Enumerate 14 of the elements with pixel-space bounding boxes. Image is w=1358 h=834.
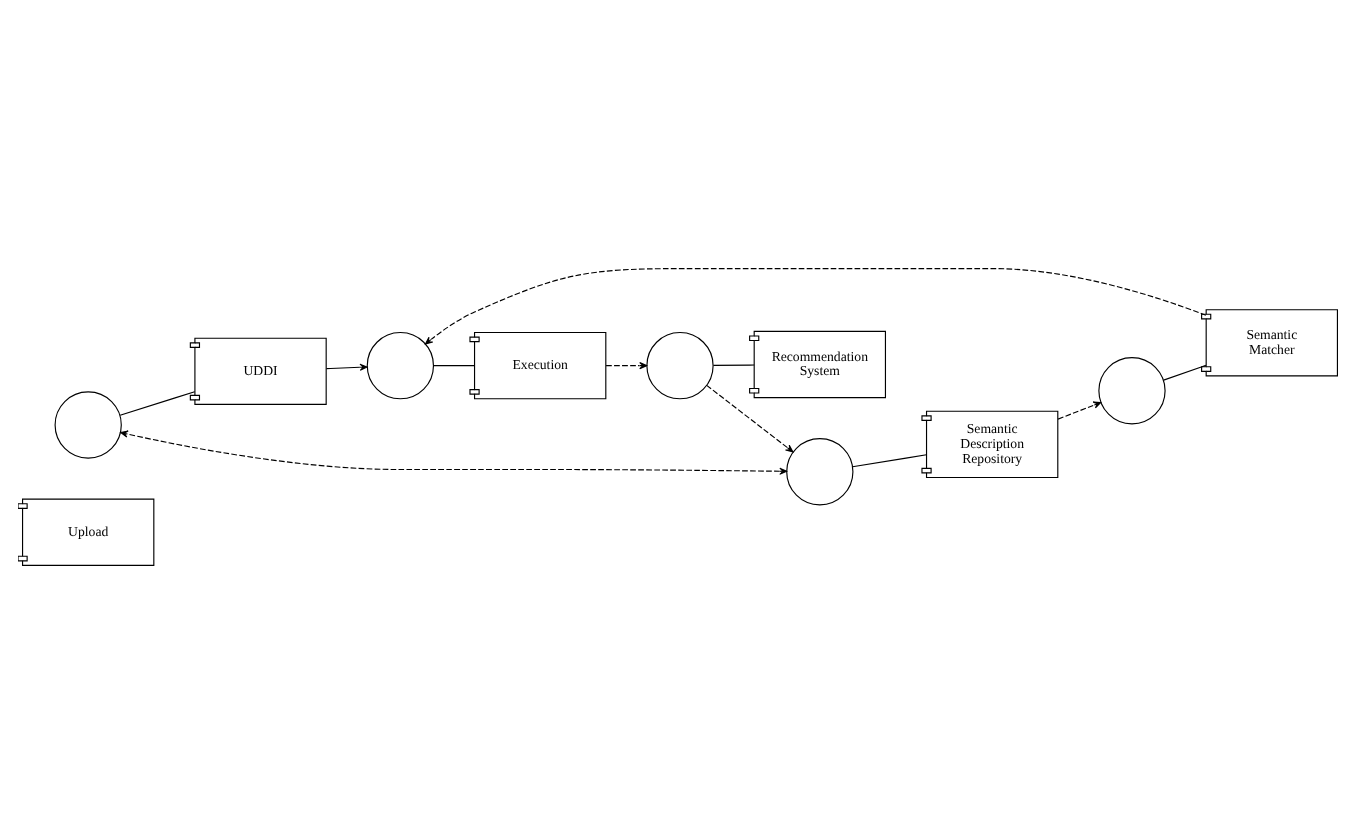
node-circle — [53, 391, 121, 459]
connector — [711, 364, 754, 366]
node-circle — [645, 331, 713, 400]
node-circle — [1097, 357, 1165, 425]
arrow — [423, 268, 1206, 345]
connector — [1162, 364, 1206, 381]
arrow — [324, 363, 367, 371]
connector — [850, 454, 927, 468]
arrow — [705, 384, 793, 453]
arrow — [604, 362, 647, 370]
arrow — [1056, 401, 1101, 420]
connector — [432, 365, 475, 367]
connector — [118, 391, 195, 416]
arrow — [119, 430, 787, 475]
